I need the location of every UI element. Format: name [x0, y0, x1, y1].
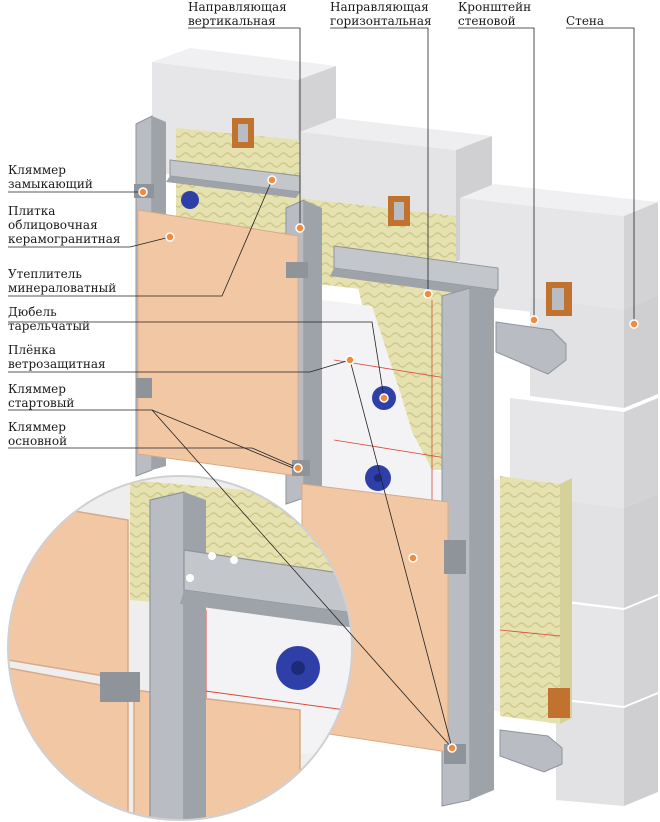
leader-plitka — [8, 236, 171, 248]
label-markers — [138, 175, 639, 753]
leader-zoom-membrane — [349, 359, 453, 749]
leader-kronshteyn — [458, 27, 535, 320]
wall-brackets — [232, 118, 572, 773]
label-plitka: Плитка облицовочная керамогранитная — [8, 204, 121, 246]
label-napravlyayushchaya-gorizontalnaya: Направляющая горизонтальная — [330, 0, 432, 28]
label-klyammer-zamykayushchiy: Кляммер замыкающий — [8, 163, 93, 191]
leader-dyubel — [8, 321, 385, 399]
label-uteplitel: Утеплитель минераловатный — [8, 267, 117, 295]
leader-napravlyayushchaya-vertikalnaya — [188, 27, 301, 228]
leader-zoom-clamp — [151, 409, 453, 749]
label-plenka: Плёнка ветрозащитная — [8, 343, 106, 371]
label-klyammer-osnovnoy: Кляммер основной — [8, 420, 68, 448]
label-klyammer-startovyy: Кляммер стартовый — [8, 382, 75, 410]
label-dyubel: Дюбель тарельчатый — [8, 305, 91, 333]
label-kronshteyn: Кронштейн стеновой — [458, 0, 532, 28]
horizontal-rails — [166, 159, 499, 298]
leader-napravlyayushchaya-gorizontalnaya — [330, 27, 429, 294]
masonry-wall — [152, 48, 658, 806]
zoom-inset — [7, 475, 353, 821]
label-stena: Стена — [566, 14, 605, 28]
leader-stena — [566, 27, 635, 324]
leader-lines — [8, 27, 635, 749]
label-napravlyayushchaya-vertikalnaya: Направляющая вертикальная — [188, 0, 287, 28]
leader-klyammer-osnovnoy — [8, 447, 299, 469]
leader-plenka — [8, 359, 351, 373]
leader-uteplitel — [8, 179, 273, 297]
